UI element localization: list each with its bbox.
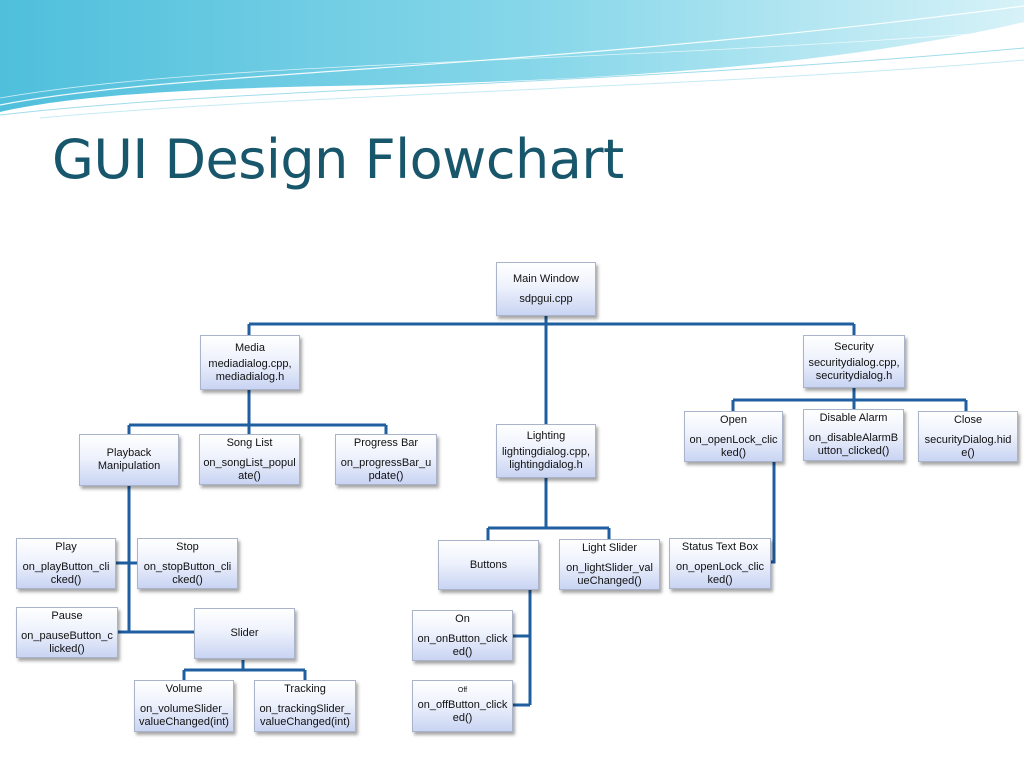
- node-open-title: Open: [720, 413, 747, 426]
- node-stop: Stop on_stopButton_cli cked(): [137, 538, 238, 589]
- node-volume-title: Volume: [165, 683, 203, 695]
- node-open-func: on_openLock_clic ked(): [689, 433, 778, 459]
- node-media-title: Media: [235, 341, 265, 354]
- node-off: Off on_offButton_click ed(): [412, 680, 513, 732]
- node-disable-alarm: Disable Alarm on_disableAlarmB utton_cli…: [803, 409, 904, 461]
- node-status-text-box: Status Text Box on_openLock_clic ked(): [669, 538, 771, 589]
- node-disable-alarm-func: on_disableAlarmB utton_clicked(): [808, 432, 899, 457]
- slide-title: GUI Design Flowchart: [52, 128, 624, 191]
- node-song-list-func: on_songList_popul ate(): [203, 456, 296, 482]
- node-progress-bar-title: Progress Bar: [353, 436, 419, 449]
- node-lighting-title: Lighting: [526, 430, 566, 442]
- node-light-slider-func: on_lightSlider_val ueChanged(): [566, 561, 653, 587]
- node-volume-func: on_volumeSlider_ valueChanged(int): [139, 703, 229, 728]
- node-main-window-title: Main Window: [512, 272, 580, 285]
- node-play: Play on_playButton_cli cked(): [16, 538, 116, 589]
- node-stop-title: Stop: [176, 540, 199, 553]
- node-volume: Volume on_volumeSlider_ valueChanged(int…: [134, 680, 234, 732]
- node-security-file: securitydialog.cpp, securitydialog.h: [808, 356, 900, 382]
- node-play-func: on_playButton_cli cked(): [22, 560, 110, 586]
- node-close-func: securityDialog.hid e(): [924, 433, 1012, 459]
- node-on-title: On: [455, 612, 470, 625]
- node-media: Media mediadialog.cpp, mediadialog.h: [200, 335, 300, 390]
- node-tracking: Tracking on_trackingSlider_ valueChanged…: [254, 680, 356, 732]
- node-buttons-title: Buttons: [469, 558, 508, 571]
- node-tracking-func: on_trackingSlider_ valueChanged(int): [259, 703, 351, 728]
- node-off-func: on_offButton_click ed(): [417, 699, 508, 724]
- node-lighting: Lighting lightingdialog.cpp, lightingdia…: [496, 424, 596, 478]
- node-disable-alarm-title: Disable Alarm: [819, 412, 888, 424]
- node-progress-bar-func: on_progressBar_u pdate(): [340, 456, 432, 482]
- node-song-list-title: Song List: [226, 436, 273, 449]
- node-on: On on_onButton_click ed(): [412, 610, 513, 661]
- node-main-window: Main Window sdpgui.cpp: [496, 262, 596, 316]
- node-main-window-file: sdpgui.cpp: [519, 292, 573, 305]
- node-buttons: Buttons: [438, 540, 539, 590]
- node-slider: Slider: [194, 608, 295, 659]
- node-security-title: Security: [834, 340, 874, 353]
- node-playback-manipulation: Playback Manipulation: [79, 434, 179, 486]
- node-status-text-box-func: on_openLock_clic ked(): [675, 560, 765, 586]
- node-slider-title: Slider: [230, 627, 259, 639]
- node-pause-title: Pause: [51, 609, 83, 622]
- node-on-func: on_onButton_click ed(): [417, 632, 508, 658]
- node-media-file: mediadialog.cpp, mediadialog.h: [208, 357, 292, 383]
- node-playback-title: Playback Manipulation: [97, 447, 161, 472]
- node-tracking-title: Tracking: [284, 683, 326, 695]
- node-progress-bar: Progress Bar on_progressBar_u pdate(): [335, 434, 437, 485]
- node-pause-func: on_pauseButton_c licked(): [21, 629, 113, 655]
- node-light-slider: Light Slider on_lightSlider_val ueChange…: [559, 539, 660, 590]
- header-swoosh: [0, 0, 1024, 119]
- node-play-title: Play: [55, 540, 77, 553]
- node-song-list: Song List on_songList_popul ate(): [199, 434, 300, 485]
- node-close: Close securityDialog.hid e(): [918, 411, 1018, 462]
- node-security: Security securitydialog.cpp, securitydia…: [803, 335, 905, 388]
- node-close-title: Close: [953, 413, 983, 426]
- node-light-slider-title: Light Slider: [581, 541, 638, 554]
- connector-open-to-status: [771, 462, 776, 564]
- node-pause: Pause on_pauseButton_c licked(): [16, 607, 118, 658]
- node-status-text-box-title: Status Text Box: [681, 540, 759, 553]
- node-lighting-file: lightingdialog.cpp, lightingdialog.h: [501, 446, 591, 471]
- node-off-title: Off: [457, 687, 468, 694]
- node-open: Open on_openLock_clic ked(): [684, 411, 783, 462]
- node-stop-func: on_stopButton_cli cked(): [143, 560, 232, 586]
